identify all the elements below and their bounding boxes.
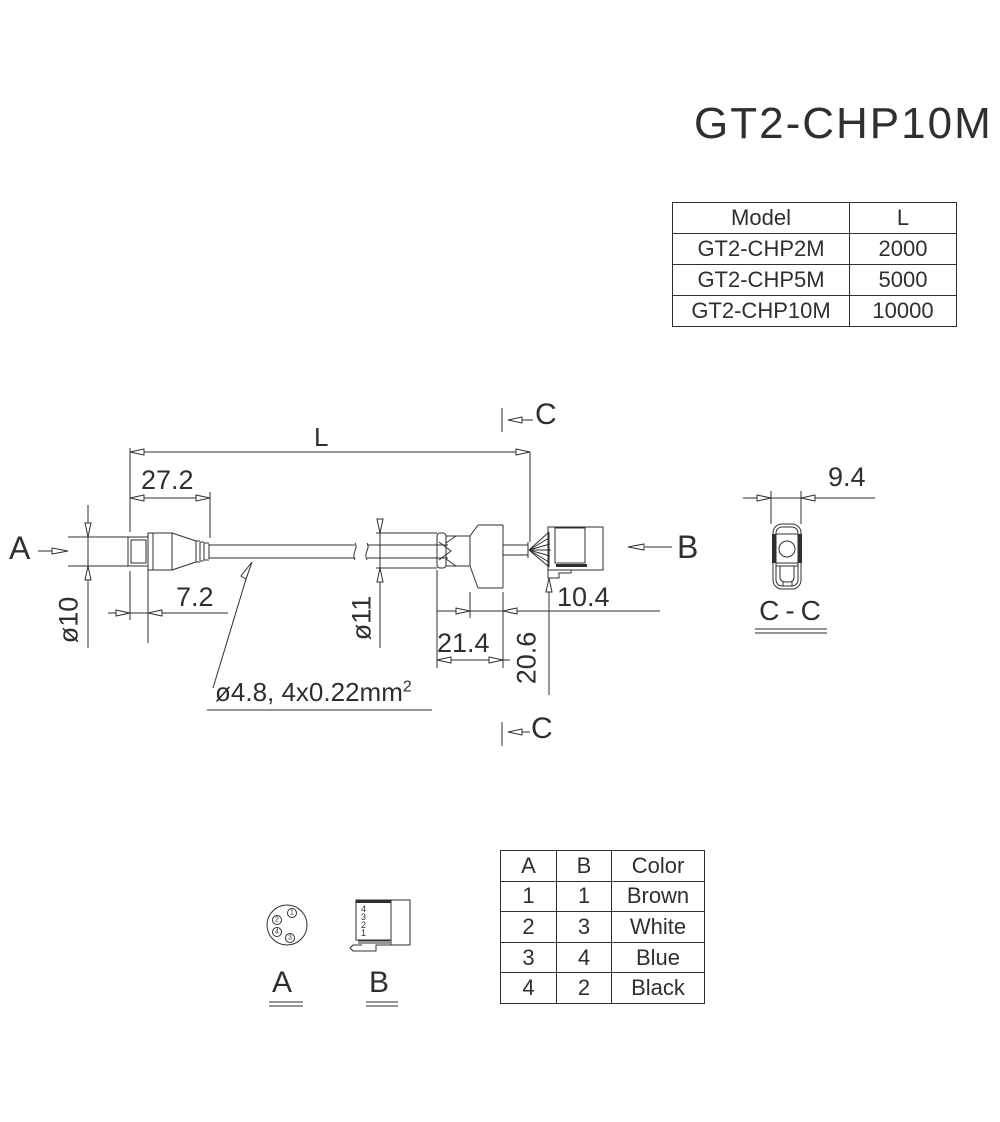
page-title: GT2-CHP10M bbox=[694, 99, 993, 148]
pin-b-cell: 2 bbox=[556, 972, 612, 1004]
pin-a-cell: 4 bbox=[500, 972, 557, 1004]
connector-b-face-label: B bbox=[369, 966, 390, 999]
cable-spec-text: ø4.8, 4x0.22mm bbox=[215, 677, 403, 707]
connector-a-pin-2: 2 bbox=[275, 916, 279, 924]
dim-dia-10: ø10 bbox=[53, 596, 84, 644]
pin-a-cell: 2 bbox=[500, 911, 557, 943]
overall-length-label: L bbox=[314, 422, 329, 452]
cable-spec-exponent: 2 bbox=[402, 678, 412, 696]
dim-7-2: 7.2 bbox=[176, 582, 214, 612]
pin-b-header-cell: B bbox=[556, 850, 612, 882]
cable-spec-label: ø4.8, 4x0.22mm2 bbox=[215, 679, 412, 705]
color-cell: Black bbox=[611, 972, 705, 1004]
table-row: GT2-CHP5M 5000 bbox=[672, 264, 957, 296]
section-c-bottom-label: C bbox=[531, 712, 553, 745]
dim-27-2: 27.2 bbox=[141, 465, 194, 495]
table-header-row: A B Color bbox=[500, 850, 705, 882]
dim-9-4: 9.4 bbox=[828, 462, 866, 492]
connector-a-pin-1: 1 bbox=[290, 909, 294, 917]
color-cell: Blue bbox=[611, 941, 705, 974]
model-header-cell: Model bbox=[672, 202, 850, 234]
model-table: Model L GT2-CHP2M 2000 GT2-CHP5M 5000 GT… bbox=[672, 202, 957, 327]
pin-a-cell: 3 bbox=[500, 941, 557, 974]
pinout-table: A B Color 1 1 Brown 2 3 White 3 4 Blue 4… bbox=[500, 850, 705, 1004]
connector-b-pin-4: 4 bbox=[361, 904, 367, 914]
dim-dia-11: ø11 bbox=[346, 595, 377, 641]
connector-a-pin-3: 3 bbox=[288, 934, 292, 942]
color-cell: White bbox=[611, 911, 705, 943]
table-row: 2 3 White bbox=[500, 911, 705, 943]
pin-a-cell: 1 bbox=[500, 880, 557, 913]
length-cell: 10000 bbox=[849, 295, 957, 327]
table-row: 3 4 Blue bbox=[500, 941, 705, 974]
connector-a-face-label: A bbox=[272, 966, 293, 999]
pin-a-header-cell: A bbox=[500, 850, 557, 882]
table-row: 4 2 Black bbox=[500, 972, 705, 1004]
length-header-cell: L bbox=[849, 202, 957, 234]
table-row: 1 1 Brown bbox=[500, 880, 705, 913]
pin-b-cell: 1 bbox=[556, 880, 612, 913]
view-b-label: B bbox=[677, 529, 699, 565]
table-row: GT2-CHP10M 10000 bbox=[672, 295, 957, 327]
connector-b-pin-1: 1 bbox=[361, 928, 367, 938]
pin-b-cell: 3 bbox=[556, 911, 612, 943]
model-cell: GT2-CHP5M bbox=[672, 264, 850, 296]
view-a-label: A bbox=[9, 530, 31, 566]
connector-a-pin-4: 4 bbox=[275, 928, 279, 936]
color-cell: Brown bbox=[611, 880, 705, 913]
section-cc-label: C-C bbox=[759, 595, 827, 626]
color-header-cell: Color bbox=[611, 850, 705, 882]
connector-b-pin-2: 2 bbox=[361, 920, 367, 930]
table-header-row: Model L bbox=[672, 202, 957, 234]
dim-20-6: 20.6 bbox=[511, 631, 542, 685]
model-cell: GT2-CHP2M bbox=[672, 233, 850, 265]
pin-b-cell: 4 bbox=[556, 941, 612, 974]
model-cell: GT2-CHP10M bbox=[672, 295, 850, 327]
connector-b-pin-3: 3 bbox=[361, 912, 367, 922]
length-cell: 2000 bbox=[849, 233, 957, 265]
length-cell: 5000 bbox=[849, 264, 957, 296]
section-c-top-label: C bbox=[535, 398, 557, 431]
table-row: GT2-CHP2M 2000 bbox=[672, 233, 957, 265]
dim-10-4: 10.4 bbox=[557, 582, 610, 612]
dim-21-4: 21.4 bbox=[437, 628, 490, 658]
